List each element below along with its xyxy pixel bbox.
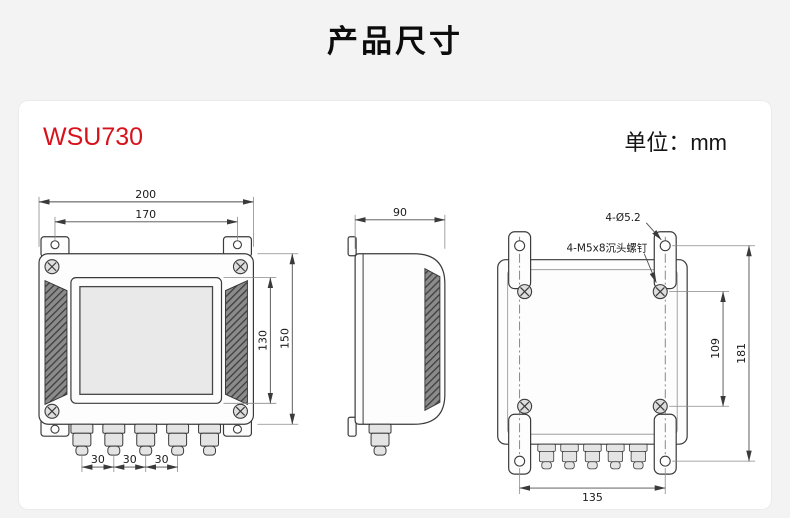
cable-gland <box>560 443 579 470</box>
model-name: WSU730 <box>43 123 144 151</box>
dim-label-200: 200 <box>135 188 156 201</box>
ear-hole <box>50 424 60 434</box>
mounting-hole <box>659 455 671 467</box>
dim-label-30: 30 <box>91 453 105 466</box>
callout-label-holes: 4-Ø5.2 <box>605 212 640 224</box>
callout-countersunk-screws: 4-M5x8沉头螺钉 <box>567 242 657 284</box>
side-view: 90 <box>347 206 446 456</box>
ear-hole <box>232 240 242 250</box>
dim-label-150: 150 <box>278 328 291 349</box>
callout-label-screws: 4-M5x8沉头螺钉 <box>567 242 648 255</box>
vent-louvers-right <box>224 279 248 406</box>
dim-back-mount-height: 181 <box>672 245 755 462</box>
dim-front-height-inner: 130 <box>223 277 277 404</box>
cable-gland <box>70 423 94 456</box>
dim-label-30: 30 <box>123 453 137 466</box>
unit-label: 单位：mm <box>624 130 727 155</box>
dim-label-109: 109 <box>709 338 722 359</box>
ear-hole <box>232 424 242 434</box>
cable-gland <box>368 423 392 456</box>
dim-front-width-inner: 170 <box>54 208 238 240</box>
dim-back-mount-width: 135 <box>519 468 666 504</box>
countersunk-screw <box>652 398 668 414</box>
side-mount-tab <box>347 236 357 257</box>
dim-label-30: 30 <box>155 453 169 466</box>
mounting-hole <box>659 240 671 252</box>
front-view: 200 170 130 <box>38 188 299 473</box>
cable-gland <box>606 443 625 470</box>
page-title: 产品尺寸 <box>327 24 463 59</box>
ear-hole <box>50 240 60 250</box>
dim-back-screw-spacing: 109 <box>669 291 730 407</box>
dim-label-181: 181 <box>735 343 748 364</box>
side-body <box>354 253 446 425</box>
technical-drawings: 200 170 130 <box>38 188 755 504</box>
corner-screw <box>44 259 60 275</box>
corner-screw <box>232 403 249 419</box>
cable-gland <box>629 443 648 470</box>
dim-label-170: 170 <box>135 208 156 221</box>
cable-gland <box>583 443 602 470</box>
cable-gland <box>166 423 190 456</box>
cable-gland <box>537 443 556 470</box>
display-window <box>79 285 214 395</box>
dim-label-90: 90 <box>393 206 407 219</box>
vent-louvers-left <box>44 279 68 406</box>
dim-front-height-outer: 150 <box>257 253 299 425</box>
side-mount-tab <box>347 416 357 437</box>
corner-screw <box>232 259 249 275</box>
back-cover-inner-edge <box>507 269 678 435</box>
dim-label-135: 135 <box>582 491 603 504</box>
mounting-hole <box>514 455 526 467</box>
cable-gland <box>134 423 158 456</box>
corner-screw <box>44 403 60 419</box>
countersunk-screw <box>652 284 668 300</box>
dim-gland-spacing: 30 30 30 <box>81 453 179 473</box>
cable-gland <box>102 423 126 456</box>
dim-label-130: 130 <box>256 330 269 351</box>
side-vent-louvers <box>424 267 441 412</box>
callout-mounting-holes: 4-Ø5.2 <box>605 212 662 241</box>
countersunk-screw <box>517 284 533 300</box>
back-view: 4-Ø5.2 4-M5x8沉头螺钉 109 <box>497 212 755 504</box>
dim-side-depth: 90 <box>354 206 446 249</box>
cable-gland <box>198 423 221 456</box>
dim-front-width-outer: 200 <box>38 188 254 247</box>
mounting-hole <box>514 240 526 252</box>
dimensions-panel: WSU730 单位：mm <box>18 100 772 510</box>
countersunk-screw <box>517 398 533 414</box>
